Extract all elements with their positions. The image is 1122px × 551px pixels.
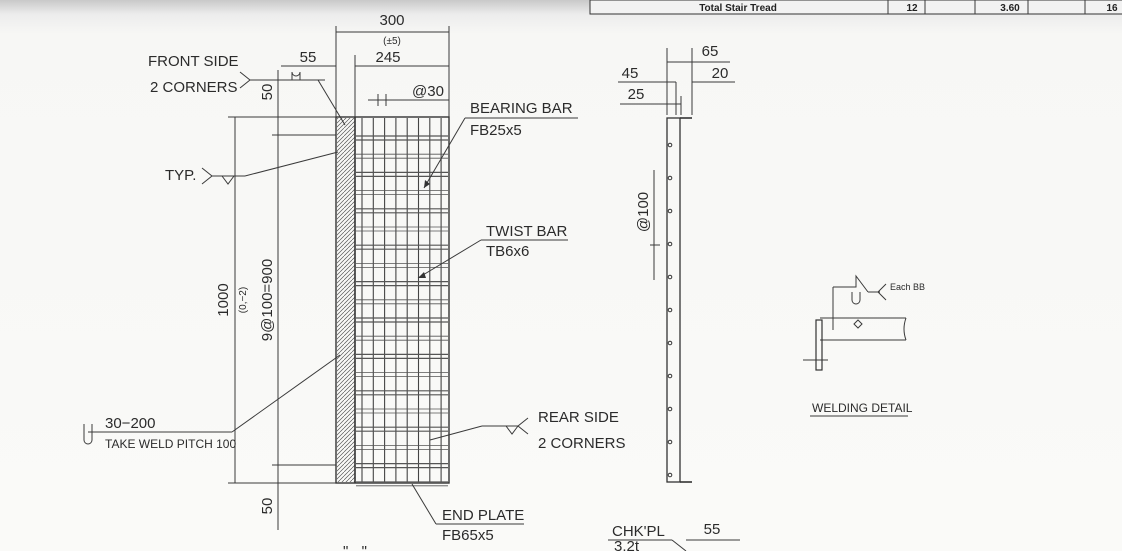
dim-45: 45 bbox=[622, 65, 639, 82]
header-table: Total Stair Tread 12 3.60 16 bbox=[589, 0, 1122, 15]
section-pitch-dim: @100 bbox=[635, 192, 652, 232]
section-bar-marker bbox=[667, 142, 673, 148]
bottom-margin-dim: 50 bbox=[259, 498, 276, 515]
quantity-value: 12 bbox=[906, 3, 918, 14]
dim-65: 65 bbox=[702, 43, 719, 60]
twist-bar-callout: TWIST BAR TB6x6 bbox=[417, 223, 568, 279]
section-bar-marker bbox=[667, 274, 673, 280]
section-bar-marker bbox=[667, 439, 673, 445]
width-tolerance: (±5) bbox=[383, 36, 401, 47]
overall-length-dim: 1000 bbox=[215, 283, 232, 316]
bearing-bar-label: BEARING BAR bbox=[470, 100, 573, 117]
end-plate-size: FB65x5 bbox=[442, 527, 494, 544]
section-bar-markers bbox=[667, 142, 673, 478]
left-dimensions: 50 50 1000 (0,−2) 9@100=900 bbox=[215, 70, 336, 530]
bar-pitch-dim: @30 bbox=[412, 83, 444, 100]
pitch-length-dim: 9@100=900 bbox=[259, 259, 276, 341]
weld-range-label: 30−200 bbox=[105, 415, 155, 432]
welding-detail-title: WELDING DETAIL bbox=[812, 401, 913, 415]
section-bar-marker bbox=[667, 406, 673, 412]
bearing-bar-callout: BEARING BAR FB25x5 bbox=[423, 100, 578, 189]
welding-detail: Each BB WELDING DETAIL bbox=[803, 274, 925, 417]
weld-pitch-label: TAKE WELD PITCH 100 bbox=[105, 437, 236, 451]
section-bar-marker bbox=[667, 373, 673, 379]
end-plate-label: END PLATE bbox=[442, 507, 524, 524]
section-cut-label: " - " bbox=[343, 543, 367, 551]
bearing-bar-size: FB25x5 bbox=[470, 122, 522, 139]
twist-bar-label: TWIST BAR bbox=[486, 223, 568, 240]
end-plate-callout: END PLATE FB65x5 bbox=[411, 483, 524, 544]
checker-plate bbox=[337, 118, 355, 482]
section-bar-marker bbox=[667, 175, 673, 181]
dim-55: 55 bbox=[704, 521, 721, 538]
twist-bars bbox=[356, 135, 448, 487]
total-stair-tread-label: Total Stair Tread bbox=[699, 3, 777, 14]
total-value: 16 bbox=[1106, 3, 1118, 14]
length-tolerance: (0,−2) bbox=[238, 287, 249, 313]
chk-plate-thk: 3.2t bbox=[614, 538, 640, 551]
section-bar-marker bbox=[667, 241, 673, 247]
front-side-label: FRONT SIDE bbox=[148, 53, 239, 70]
dim-20: 20 bbox=[712, 65, 729, 82]
grating-plan bbox=[335, 116, 450, 487]
length-value: 3.60 bbox=[1000, 3, 1020, 14]
typ-label: TYP. bbox=[165, 167, 196, 184]
side-section: 65 45 20 25 @100 CHK'PL 3.2t 55 bbox=[608, 43, 740, 551]
section-bar-marker bbox=[667, 208, 673, 214]
front-corners-label: 2 CORNERS bbox=[150, 79, 238, 96]
rear-side-callout: REAR SIDE 2 CORNERS bbox=[429, 409, 626, 452]
section-bar-marker bbox=[667, 307, 673, 313]
rear-corners-label: 2 CORNERS bbox=[538, 435, 626, 452]
each-bb-label: Each BB bbox=[890, 282, 925, 292]
rear-side-label: REAR SIDE bbox=[538, 409, 619, 426]
dim-25: 25 bbox=[628, 86, 645, 103]
section-bar-marker bbox=[667, 340, 673, 346]
weld-pitch-callout: 30−200 TAKE WELD PITCH 100 bbox=[83, 354, 341, 451]
chk-plate-label: CHK'PL bbox=[612, 523, 665, 540]
typ-callout: TYP. bbox=[165, 151, 339, 185]
front-offset-dim: 55 bbox=[300, 49, 317, 66]
front-side-callout: FRONT SIDE 2 CORNERS bbox=[148, 53, 346, 126]
top-dimensions: 300 (±5) 55 245 @30 bbox=[281, 12, 450, 117]
inner-width-dim: 245 bbox=[375, 49, 400, 66]
section-bar-marker bbox=[667, 472, 673, 478]
twist-bar-size: TB6x6 bbox=[486, 243, 529, 260]
overall-width-dim: 300 bbox=[379, 12, 404, 29]
top-margin-dim: 50 bbox=[259, 84, 276, 101]
